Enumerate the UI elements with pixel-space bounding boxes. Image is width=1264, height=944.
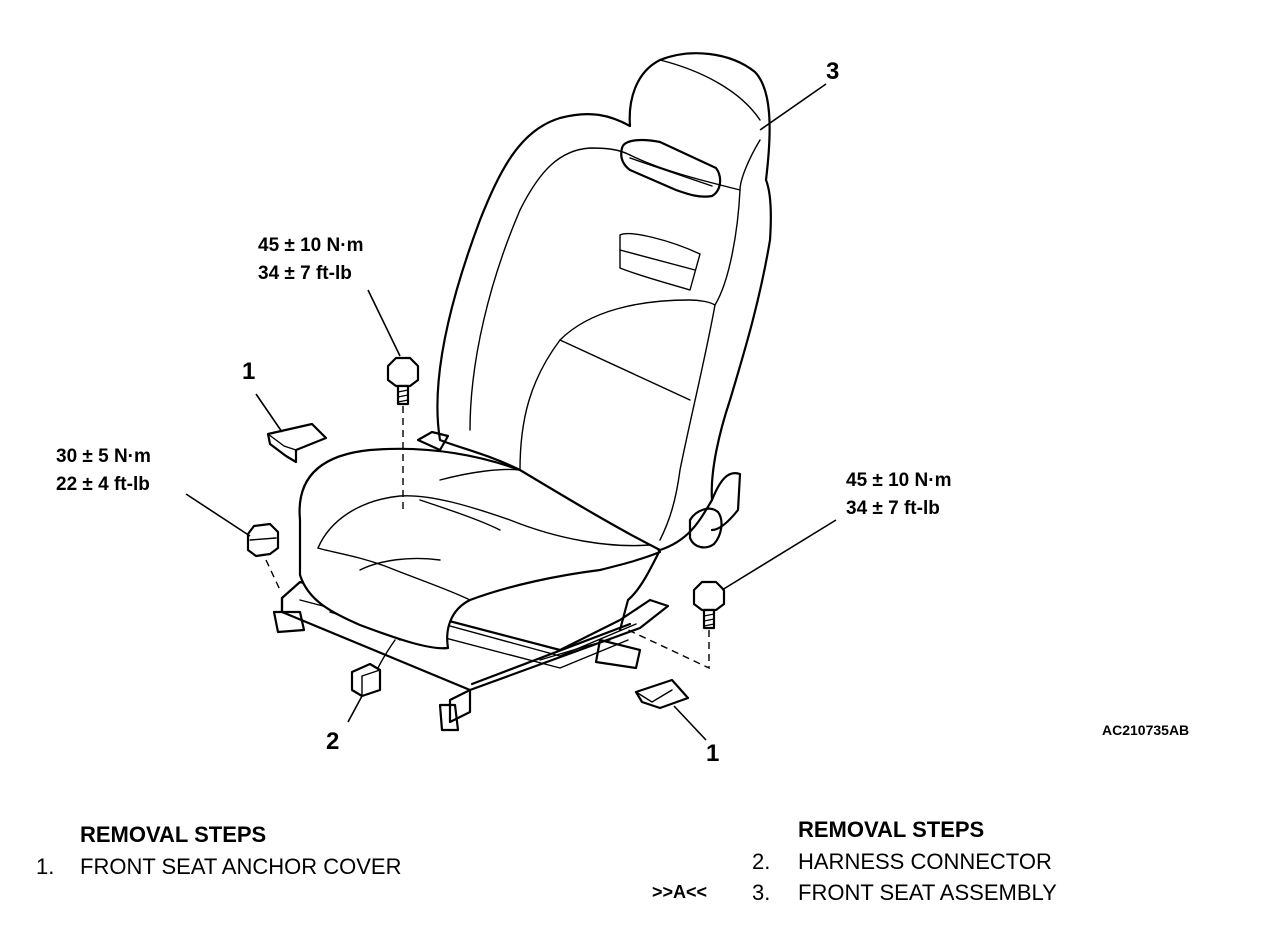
removal-step-text: HARNESS CONNECTOR [798,849,1052,874]
seat-back [416,52,772,632]
torque-label-right: 45 ± 10 N·m 34 ± 7 ft-lb [846,467,951,523]
torque-label-top: 45 ± 10 N·m 34 ± 7 ft-lb [258,232,363,288]
anchor-cover-left [266,422,328,464]
torque-imperial: 34 ± 7 ft-lb [846,498,940,519]
torque-metric: 30 ± 5 N·m [56,446,151,467]
callout-anchor-cover-right: 1 [706,740,720,767]
removal-step-text: FRONT SEAT ANCHOR COVER [80,854,402,879]
callout-seat-assembly: 3 [826,58,840,85]
callout-anchor-cover-left: 1 [242,358,256,385]
figure-code: AC210735AB [1102,722,1190,738]
procedure-marker: >>A<< [652,882,708,902]
removal-step-number: 2. [752,849,771,874]
torque-label-left: 30 ± 5 N·m 22 ± 4 ft-lb [56,443,151,499]
harness-connector [350,639,396,698]
removal-step-number: 3. [752,880,771,905]
torque-metric: 45 ± 10 N·m [258,235,364,256]
torque-imperial: 22 ± 4 ft-lb [56,474,150,495]
top-bolt [386,356,420,406]
removal-step-text: FRONT SEAT ASSEMBLY [798,880,1057,905]
removal-steps-heading-right: REMOVAL STEPS [798,817,985,842]
assembly-dashed-lines [265,406,710,670]
callout-harness-connector: 2 [326,728,340,755]
torque-imperial: 34 ± 7 ft-lb [258,263,352,284]
leader-lines [185,83,837,741]
removal-step-number: 1. [36,854,55,879]
removal-steps-heading-left: REMOVAL STEPS [80,822,267,847]
torque-metric: 45 ± 10 N·m [846,470,952,491]
left-nut [246,522,280,558]
right-bolt [692,580,726,630]
anchor-cover-right [634,678,690,710]
